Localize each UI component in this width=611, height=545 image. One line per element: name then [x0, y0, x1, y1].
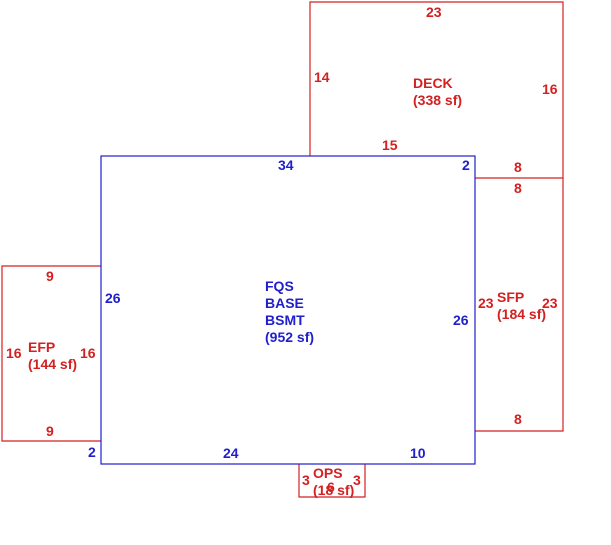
main-area-label-line1: FQS	[265, 278, 294, 294]
efp-dim-top: 9	[46, 268, 54, 284]
ops-size: (18 sf)	[313, 482, 354, 498]
main-dim-top-right: 2	[462, 157, 470, 173]
main-area-outline	[100, 155, 476, 465]
main-dim-bottom-right: 10	[410, 445, 426, 461]
main-area-label-line3: BSMT	[265, 312, 305, 328]
efp-dim-bottom: 9	[46, 423, 54, 439]
ops-dim-right: 3	[353, 472, 361, 488]
sfp-dim-bottom: 8	[514, 411, 522, 427]
main-dim-bottom-mid: 24	[223, 445, 239, 461]
efp-label: EFP	[28, 339, 55, 355]
deck-dim-left: 14	[314, 69, 330, 85]
ops-label: OPS	[313, 465, 343, 481]
efp-dim-right: 16	[80, 345, 96, 361]
sfp-size: (184 sf)	[497, 306, 546, 322]
sfp-label: SFP	[497, 289, 524, 305]
deck-size: (338 sf)	[413, 92, 462, 108]
main-area-label-line2: BASE	[265, 295, 304, 311]
sfp-dim-top: 8	[514, 180, 522, 196]
ops-dim-mid: 6	[327, 479, 335, 495]
ops-dim-left: 3	[302, 472, 310, 488]
ops-outline	[298, 464, 366, 498]
main-dim-bottom-left: 2	[88, 444, 96, 460]
main-area-size: (952 sf)	[265, 329, 314, 345]
sfp-outline	[475, 178, 564, 432]
deck-label: DECK	[413, 75, 453, 91]
annex-outlines	[1, 1, 564, 498]
sfp-dim-left: 23	[478, 295, 494, 311]
deck-dim-top: 23	[426, 4, 442, 20]
main-dim-left: 26	[105, 290, 121, 306]
efp-dim-left: 16	[6, 345, 22, 361]
deck-outline	[309, 1, 564, 179]
efp-size: (144 sf)	[28, 356, 77, 372]
deck-dim-right: 16	[542, 81, 558, 97]
deck-dim-bottom-right: 8	[514, 159, 522, 175]
main-dim-right: 26	[453, 312, 469, 328]
sfp-dim-right: 23	[542, 295, 558, 311]
deck-dim-bottom: 15	[382, 137, 398, 153]
efp-outline	[1, 265, 101, 442]
main-dim-top: 34	[278, 157, 294, 173]
